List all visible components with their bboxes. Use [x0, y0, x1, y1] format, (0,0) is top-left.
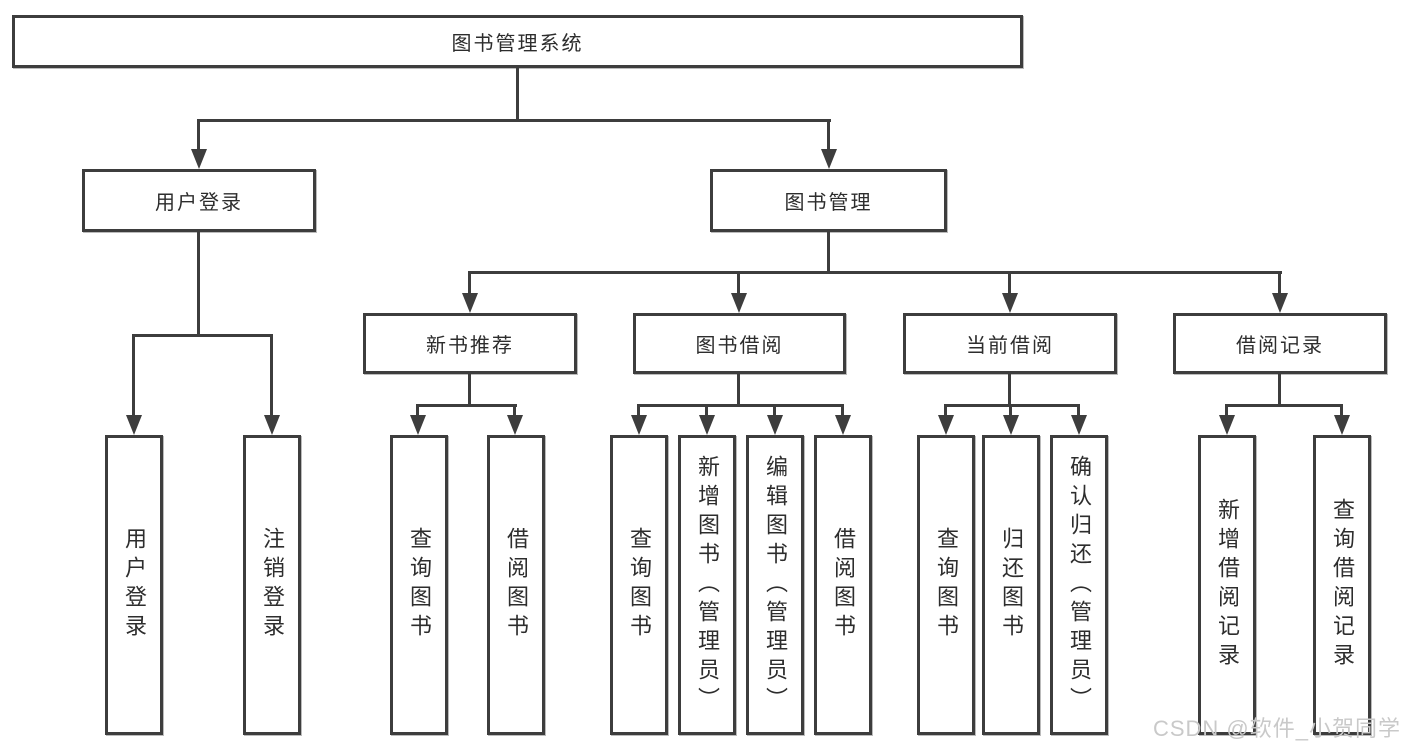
arrowhead-add-record [1219, 415, 1235, 435]
arrowhead-borrow-book [835, 415, 851, 435]
node-user-login: 用户登录 [82, 169, 316, 232]
connector-level3-bus [468, 271, 1282, 274]
connector-recommend-stub [468, 374, 471, 406]
connector-stem-current-query [944, 404, 947, 418]
connector-stem-query-record [1340, 404, 1343, 418]
node-book-borrowing: 图书借阅 [633, 313, 846, 374]
arrowhead-current-query [938, 415, 954, 435]
leaf-borrow-book-label: 借阅图书 [831, 527, 856, 643]
arrowhead-book-management [821, 149, 837, 169]
leaf-recommend-query-books: 查询图书 [390, 435, 448, 735]
connector-stem-edit-book [773, 404, 776, 418]
arrowhead-recommend-borrow [507, 415, 523, 435]
connector-recommend-bus [416, 404, 517, 407]
arrowhead-add-book [699, 415, 715, 435]
node-book-management-label: 图书管理 [784, 192, 873, 214]
leaf-current-query-books-label: 查询图书 [934, 527, 959, 643]
leaf-return-book: 归还图书 [982, 435, 1040, 735]
leaf-confirm-return-admin: 确认归还（管理员） [1050, 435, 1108, 735]
connector-borrowing-bus [637, 404, 844, 407]
connector-stem-confirm-return [1077, 404, 1080, 418]
arrowhead-borrow-query [631, 415, 647, 435]
leaf-user-login-label: 用户登录 [122, 527, 147, 643]
connector-login-stub [197, 232, 200, 337]
connector-stem-current [1008, 271, 1011, 296]
leaf-add-borrow-record-label: 新增借阅记录 [1215, 498, 1240, 672]
leaf-confirm-return-admin-label: 确认归还（管理员） [1067, 454, 1092, 716]
leaf-current-query-books: 查询图书 [917, 435, 975, 735]
connector-stem-borrowing [737, 271, 740, 296]
arrowhead-query-record [1334, 415, 1350, 435]
leaf-borrow-query-books: 查询图书 [610, 435, 668, 735]
leaf-recommend-query-books-label: 查询图书 [407, 527, 432, 643]
node-new-book-recommend: 新书推荐 [363, 313, 577, 374]
node-borrowing-records-label: 借阅记录 [1236, 335, 1324, 357]
connector-stem-recommend-borrow [513, 404, 516, 418]
leaf-query-borrow-record-label: 查询借阅记录 [1330, 498, 1355, 672]
node-root-label: 图书管理系统 [451, 33, 584, 55]
connector-stem-return-book [1009, 404, 1012, 418]
connector-records-stub [1278, 374, 1281, 406]
connector-stem-leaf-logout [270, 334, 273, 418]
leaf-logout-label: 注销登录 [260, 527, 285, 643]
connector-stem-book-management [827, 119, 830, 152]
leaf-recommend-borrow-books: 借阅图书 [487, 435, 545, 735]
connector-level2-bus [198, 119, 831, 122]
leaf-logout: 注销登录 [243, 435, 301, 735]
arrowhead-user-login [191, 149, 207, 169]
leaf-query-borrow-record: 查询借阅记录 [1313, 435, 1371, 735]
connector-book-management-stub [827, 232, 830, 274]
connector-stem-recommend-query [416, 404, 419, 418]
arrowhead-edit-book [767, 415, 783, 435]
node-current-borrowing: 当前借阅 [903, 313, 1117, 374]
arrowhead-recommend-query [410, 415, 426, 435]
node-root-library-management-system: 图书管理系统 [12, 15, 1023, 68]
leaf-recommend-borrow-books-label: 借阅图书 [504, 527, 529, 643]
connector-current-stub [1008, 374, 1011, 406]
node-new-book-recommend-label: 新书推荐 [426, 335, 514, 357]
leaf-edit-book-admin: 编辑图书（管理员） [746, 435, 804, 735]
leaf-add-book-admin: 新增图书（管理员） [678, 435, 736, 735]
leaf-edit-book-admin-label: 编辑图书（管理员） [763, 454, 788, 716]
arrowhead-recommend [462, 293, 478, 313]
connector-stem-user-login [197, 119, 200, 152]
node-current-borrowing-label: 当前借阅 [966, 335, 1054, 357]
leaf-borrow-book: 借阅图书 [814, 435, 872, 735]
connector-current-bus [944, 404, 1080, 407]
arrowhead-records [1272, 293, 1288, 313]
connector-login-bus [132, 334, 273, 337]
connector-root-stub [516, 68, 519, 122]
connector-stem-add-record [1225, 404, 1228, 418]
arrowhead-leaf-logout [264, 415, 280, 435]
node-user-login-label: 用户登录 [155, 192, 243, 214]
connector-stem-recommend [468, 271, 471, 296]
leaf-add-borrow-record: 新增借阅记录 [1198, 435, 1256, 735]
leaf-return-book-label: 归还图书 [999, 527, 1024, 643]
arrowhead-confirm-return [1071, 415, 1087, 435]
node-borrowing-records: 借阅记录 [1173, 313, 1387, 374]
leaf-add-book-admin-label: 新增图书（管理员） [695, 454, 720, 716]
leaf-borrow-query-books-label: 查询图书 [627, 527, 652, 643]
csdn-watermark: CSDN @软件_小贺同学 [1152, 716, 1401, 741]
arrowhead-return-book [1003, 415, 1019, 435]
node-book-management: 图书管理 [710, 169, 947, 232]
arrowhead-current [1002, 293, 1018, 313]
connector-stem-borrow-book [841, 404, 844, 418]
connector-stem-records [1278, 271, 1281, 296]
arrowhead-borrowing [731, 293, 747, 313]
connector-stem-leaf-user-login [132, 334, 135, 418]
arrowhead-leaf-user-login [126, 415, 142, 435]
connector-records-bus [1225, 404, 1343, 407]
leaf-user-login: 用户登录 [105, 435, 163, 735]
node-book-borrowing-label: 图书借阅 [695, 335, 784, 357]
connector-stem-add-book [705, 404, 708, 418]
connector-borrowing-stub [737, 374, 740, 406]
connector-stem-borrow-query [637, 404, 640, 418]
